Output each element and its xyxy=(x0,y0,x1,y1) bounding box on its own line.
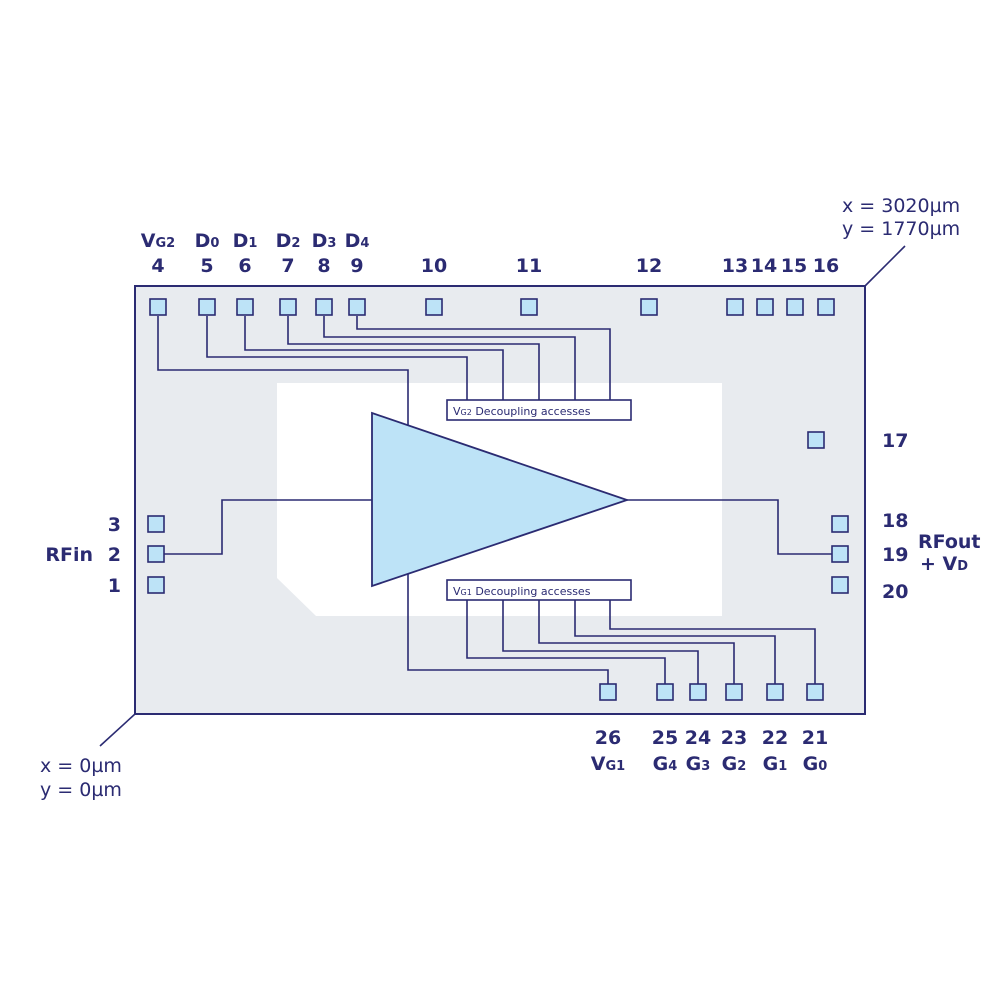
pad-number-1: 1 xyxy=(108,575,121,597)
pad-9 xyxy=(348,298,366,316)
pad-function-23: G2 xyxy=(722,753,747,775)
pad-number-14: 14 xyxy=(751,255,777,277)
pad-number-15: 15 xyxy=(781,255,807,277)
pad-function-6: D1 xyxy=(233,230,258,252)
pad-5 xyxy=(198,298,216,316)
pad-function-7: D2 xyxy=(276,230,301,252)
pad-10 xyxy=(425,298,443,316)
pad-13 xyxy=(726,298,744,316)
pad-function-9: D4 xyxy=(345,230,370,252)
vg2-decoupling-box: VG2 Decoupling accesses xyxy=(446,399,632,421)
bottom-left-corner-leader xyxy=(99,713,136,747)
pad-16 xyxy=(817,298,835,316)
pad-number-20: 20 xyxy=(882,581,908,603)
pad-function-22: G1 xyxy=(763,753,788,775)
pad-4 xyxy=(149,298,167,316)
pad-number-16: 16 xyxy=(813,255,839,277)
pad-8 xyxy=(315,298,333,316)
pad-function-24: G3 xyxy=(686,753,711,775)
svg-text:y = 1770µm: y = 1770µm xyxy=(842,218,960,240)
pad-2 xyxy=(147,545,165,563)
pad-15 xyxy=(786,298,804,316)
pad-number-21: 21 xyxy=(802,727,828,749)
pad-number-6: 6 xyxy=(238,255,251,277)
pad-14 xyxy=(756,298,774,316)
pad-24 xyxy=(689,683,707,701)
top-right-corner-leader xyxy=(864,245,906,287)
amplifier-triangle xyxy=(371,411,630,588)
pad-number-10: 10 xyxy=(421,255,447,277)
pad-22 xyxy=(766,683,784,701)
pad-number-22: 22 xyxy=(762,727,788,749)
pad-number-4: 4 xyxy=(151,255,164,277)
pad-26 xyxy=(599,683,617,701)
pad-12 xyxy=(640,298,658,316)
pad-function-8: D3 xyxy=(312,230,337,252)
pad-number-9: 9 xyxy=(350,255,363,277)
pad-number-11: 11 xyxy=(516,255,542,277)
pad-number-26: 26 xyxy=(595,727,621,749)
pad-7 xyxy=(279,298,297,316)
rfout-label: RFout xyxy=(918,531,981,553)
wires xyxy=(157,316,832,684)
pad-number-2: 2 xyxy=(108,544,121,566)
pad-function-21: G0 xyxy=(803,753,828,775)
pad-20 xyxy=(831,576,849,594)
rfin-label: RFin xyxy=(45,544,93,566)
pad-6 xyxy=(236,298,254,316)
pad-17 xyxy=(807,431,825,449)
svg-text:VG2 Decoupling accesses: VG2 Decoupling accesses xyxy=(453,405,591,418)
vd-label: + VD xyxy=(920,553,968,575)
pad-number-7: 7 xyxy=(281,255,294,277)
pad-number-25: 25 xyxy=(652,727,678,749)
pad-number-19: 19 xyxy=(882,544,908,566)
pad-19 xyxy=(831,545,849,563)
pad-11 xyxy=(520,298,538,316)
pad-number-24: 24 xyxy=(685,727,711,749)
pad-1 xyxy=(147,576,165,594)
svg-text:x = 3020µm: x = 3020µm xyxy=(842,195,960,217)
pad-function-25: G4 xyxy=(653,753,678,775)
pad-number-8: 8 xyxy=(317,255,330,277)
pad-number-12: 12 xyxy=(636,255,662,277)
pad-3 xyxy=(147,515,165,533)
pad-number-3: 3 xyxy=(108,514,121,536)
coord-bottom-left: x = 0µm y = 0µm xyxy=(40,755,122,801)
pad-function-5: D0 xyxy=(195,230,220,252)
vg1-decoupling-box: VG1 Decoupling accesses xyxy=(446,579,632,601)
pads xyxy=(147,298,849,701)
pad-21 xyxy=(806,683,824,701)
pad-number-13: 13 xyxy=(722,255,748,277)
pad-number-5: 5 xyxy=(200,255,213,277)
pad-18 xyxy=(831,515,849,533)
svg-text:VG1 Decoupling accesses: VG1 Decoupling accesses xyxy=(453,585,591,598)
pad-function-26: VG1 xyxy=(591,753,625,775)
svg-text:y = 0µm: y = 0µm xyxy=(40,779,122,801)
pad-number-17: 17 xyxy=(882,430,908,452)
pad-25 xyxy=(656,683,674,701)
pad-number-23: 23 xyxy=(721,727,747,749)
pad-function-4: VG2 xyxy=(141,230,175,252)
pad-number-18: 18 xyxy=(882,510,908,532)
svg-text:x = 0µm: x = 0µm xyxy=(40,755,122,777)
coord-top-right: x = 3020µm y = 1770µm xyxy=(842,195,960,240)
pad-23 xyxy=(725,683,743,701)
